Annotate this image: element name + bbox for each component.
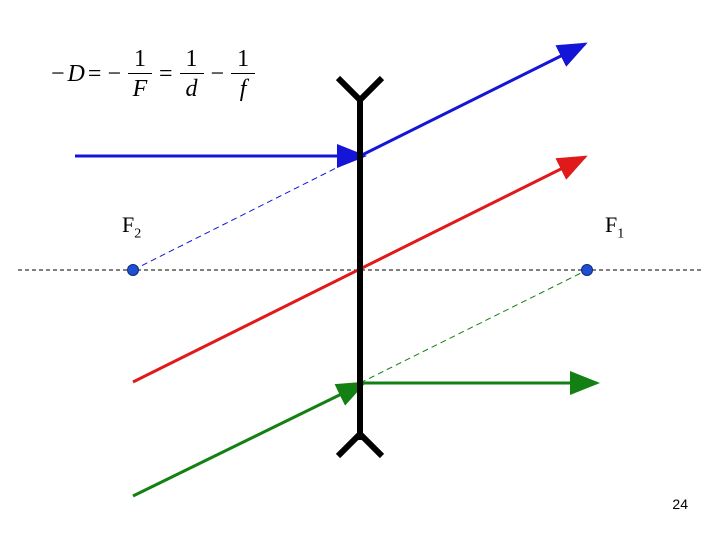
formula-minus-1: −	[107, 60, 121, 87]
focus-label-f1-subscript: 1	[617, 226, 625, 242]
fraction-numerator: 1	[133, 45, 146, 72]
formula-minus-2: −	[210, 60, 225, 87]
bottom-ray-extension	[359, 269, 588, 384]
focus-point-f1	[581, 264, 593, 276]
top-ray-extension	[132, 155, 361, 271]
fraction-one-over-f: 1 f	[231, 45, 256, 104]
formula-optical-power: D	[67, 60, 85, 87]
fraction-one-over-d: 1 d	[179, 45, 204, 104]
page-number: 24	[672, 496, 688, 512]
fraction-numerator: 1	[237, 45, 250, 72]
fraction-denominator: f	[239, 75, 247, 102]
formula-minus-sign: −	[51, 60, 65, 87]
fraction-bar	[179, 72, 204, 74]
focus-label-f1: F1	[605, 212, 624, 242]
top-ray-refracted	[359, 42, 588, 158]
lens-formula: − D = − 1 F = 1 d − 1 f	[48, 38, 259, 110]
fraction-numerator: 1	[185, 45, 198, 72]
fraction-bar	[231, 72, 256, 74]
fraction-bar	[127, 72, 152, 74]
diverging-lens	[335, 75, 385, 459]
focus-label-f1-letter: F	[605, 212, 618, 237]
formula-equals-2: =	[158, 60, 173, 87]
focus-label-f2: F2	[122, 212, 141, 242]
fraction-one-over-F: 1 F	[127, 45, 152, 104]
bottom-ray-incident	[132, 381, 367, 498]
focus-label-f2-letter: F	[122, 212, 135, 237]
formula-equals-1: =	[87, 60, 102, 87]
focus-label-f2-subscript: 2	[134, 226, 142, 242]
focus-point-f2	[127, 264, 139, 276]
fraction-denominator: d	[185, 75, 198, 102]
fraction-denominator: F	[132, 75, 148, 102]
